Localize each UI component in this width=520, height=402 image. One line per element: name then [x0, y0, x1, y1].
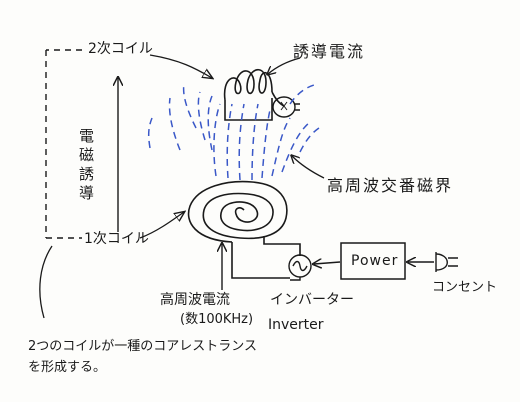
secondary-coil-pointer — [149, 54, 212, 78]
lightbulb-icon — [272, 96, 300, 118]
electromagnetic-induction-label: 電磁誘導 — [77, 128, 95, 204]
hf-alternating-field-label: 高周波交番磁界 — [327, 176, 454, 195]
ac-source-icon — [288, 254, 312, 278]
hf-current-label: 高周波電流 — [160, 292, 230, 308]
secondary-coil-label: 2次コイル — [88, 41, 153, 57]
induced-current-label: 誘導電流 — [293, 42, 366, 61]
inverter-en-label: Inverter — [268, 317, 324, 333]
primary-coil-pointer — [139, 212, 184, 239]
hf-field-pointer — [292, 156, 325, 179]
coupling-bracket — [45, 49, 82, 239]
inverter-jp-label: インバーター — [270, 292, 354, 308]
hf-current-freq-label: (数100KHz) — [180, 312, 254, 327]
caption-pointer — [39, 245, 53, 319]
induced-current-pointer — [268, 57, 301, 74]
caption-line1: 2つのコイルが一種のコアレストランス — [28, 339, 258, 354]
power-label: Power — [351, 253, 399, 269]
primary-coil-label: 1次コイル — [84, 231, 149, 247]
magnetic-field-lines — [147, 83, 323, 181]
power-box — [340, 242, 406, 280]
power-to-inverter-arrow — [314, 262, 341, 264]
primary-coil — [187, 180, 301, 279]
caption-line2: を形成する。 — [28, 360, 107, 375]
plug-icon — [435, 252, 458, 272]
outlet-label: コンセント — [432, 280, 498, 295]
